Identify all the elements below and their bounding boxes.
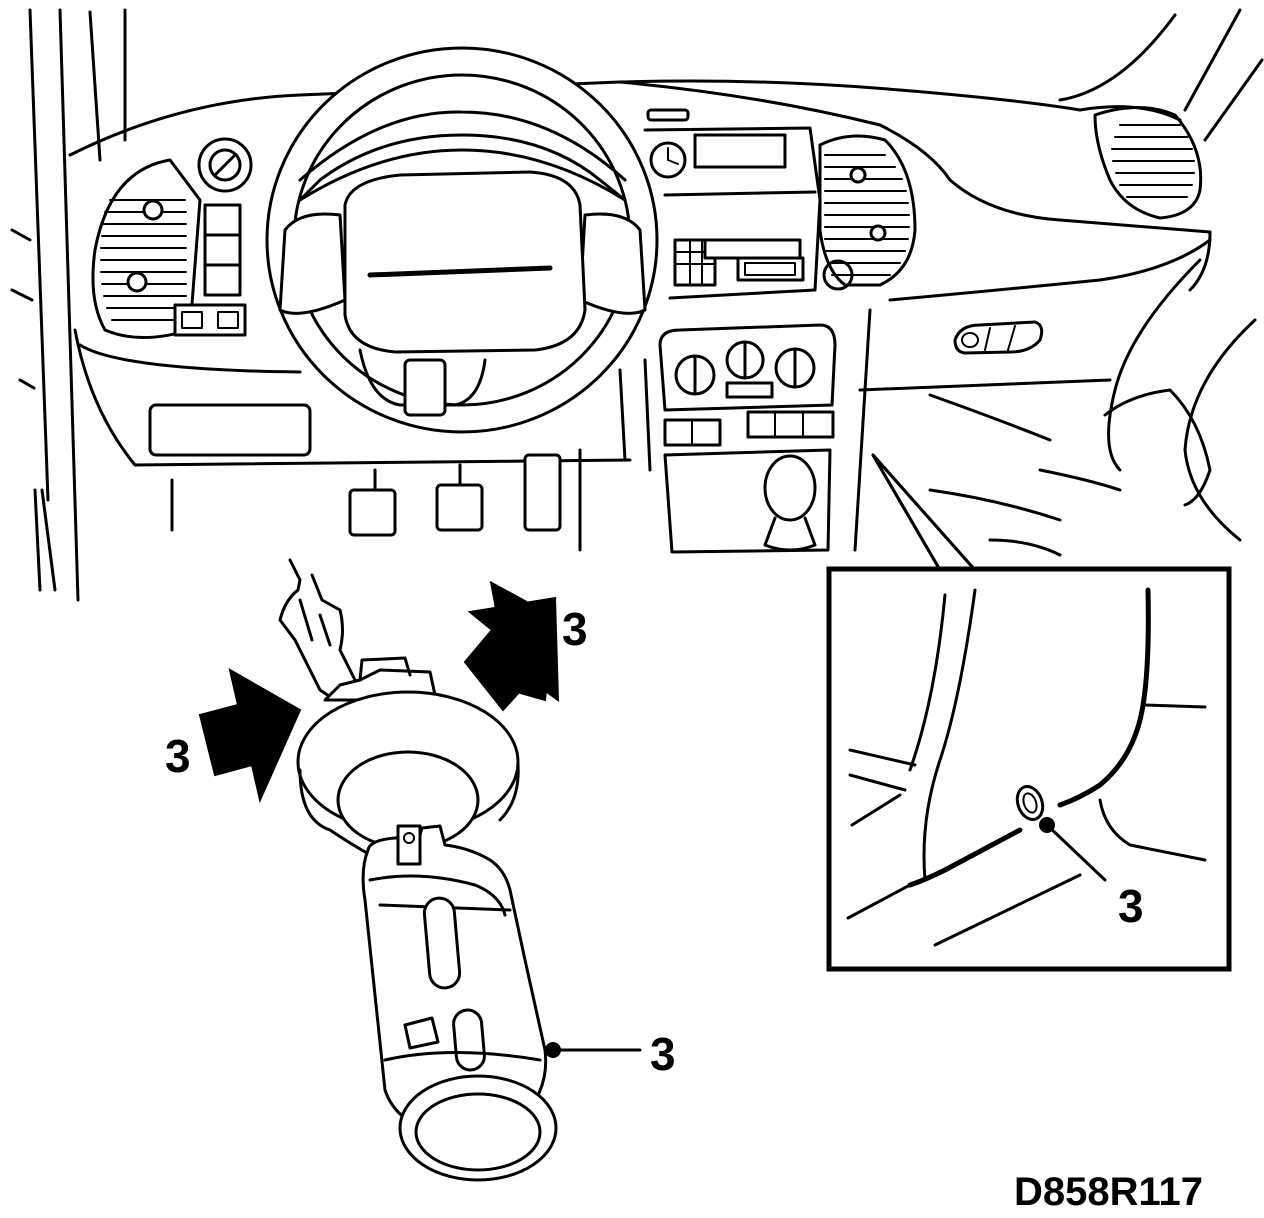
left-switch-panel — [148, 137, 312, 457]
callout-inset-pointer: 3 — [1118, 880, 1144, 932]
detail-inset — [826, 453, 1232, 972]
pedals — [170, 448, 582, 552]
left-air-vent — [91, 158, 202, 339]
callout-arrow-left: 3 — [165, 730, 191, 782]
callout-socket-pointer: 3 — [650, 1028, 676, 1080]
passenger-side — [928, 106, 1257, 557]
figure-id: D858R117 — [1014, 1170, 1203, 1214]
left-door-frame — [10, 8, 127, 602]
dashboard-body — [68, 8, 1264, 552]
center-console — [618, 108, 917, 554]
press-arrows — [198, 581, 560, 804]
cigarette-lighter-socket-exploded — [278, 558, 642, 1182]
steering-wheel — [265, 46, 659, 434]
callout-arrow-top-right: 3 — [562, 603, 588, 655]
